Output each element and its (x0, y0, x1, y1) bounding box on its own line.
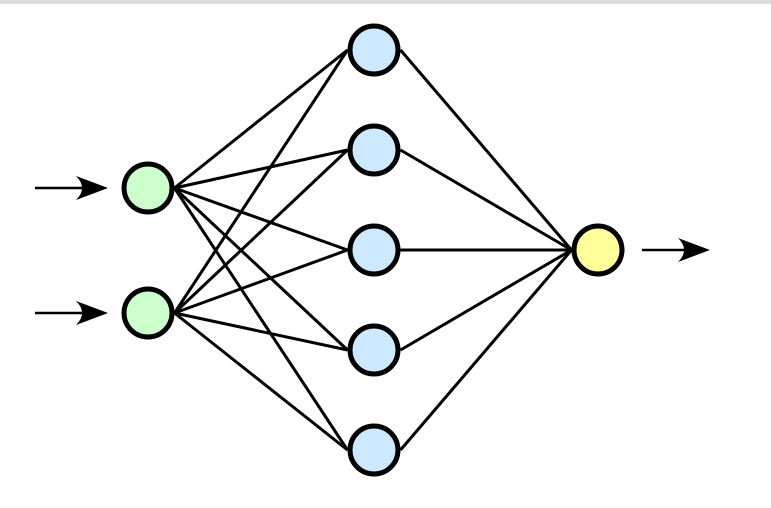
hidden-node-4 (347, 323, 401, 377)
edge-hidden-5-output-1 (399, 249, 573, 451)
edge-input-2-hidden-3 (173, 248, 349, 315)
edge-input-2-hidden-1 (173, 49, 349, 314)
input-arrow-2-head (76, 301, 108, 325)
output-arrow-head (678, 238, 710, 262)
hidden-node-1 (347, 23, 401, 77)
hidden-node-3 (347, 223, 401, 277)
edge-input-1-hidden-3 (173, 186, 349, 252)
input-arrow-1-head (76, 176, 108, 200)
edge-hidden-2-output-1 (399, 148, 573, 252)
input-node-2 (121, 286, 175, 340)
input-node-1 (121, 161, 175, 215)
edge-hidden-4-output-1 (399, 248, 573, 352)
edge-input-2-hidden-5 (173, 311, 349, 452)
edge-input-1-hidden-1 (173, 48, 349, 190)
edge-input-1-hidden-2 (174, 148, 348, 190)
edge-input-1-hidden-4 (173, 186, 349, 352)
hidden-node-5 (347, 423, 401, 477)
output-node-1 (571, 223, 625, 277)
top-border-strip (0, 0, 771, 4)
edge-input-2-hidden-2 (173, 148, 349, 315)
edge-input-1-hidden-5 (173, 187, 349, 451)
edge-input-2-hidden-4 (174, 311, 348, 352)
edge-hidden-1-output-1 (399, 49, 573, 251)
hidden-node-2 (347, 123, 401, 177)
